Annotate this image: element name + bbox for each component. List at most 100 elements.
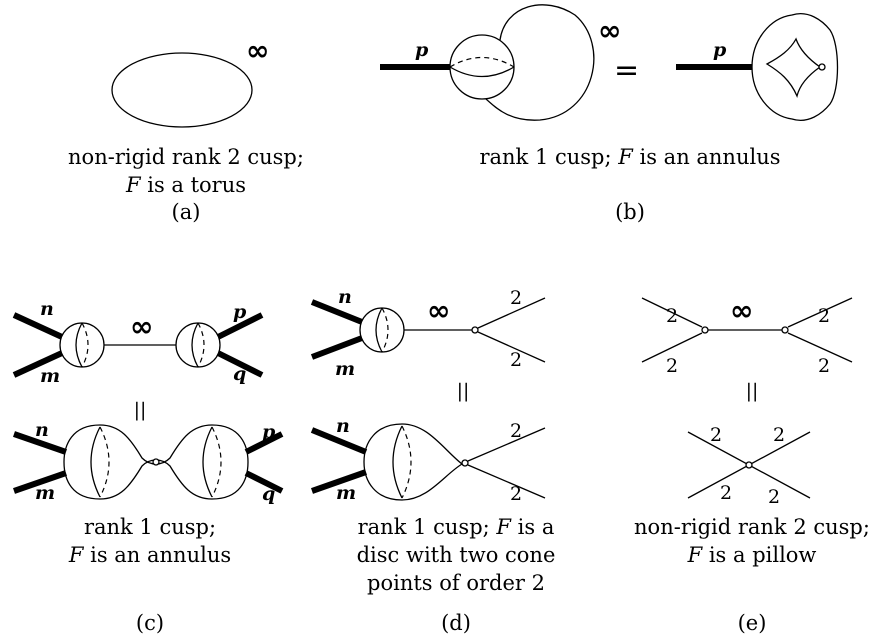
strand-label-d-n-bottom: n (336, 415, 350, 437)
equals-sign: = (614, 53, 639, 88)
annulus-shape-c (63, 424, 249, 500)
sphere-equator-front-b (449, 66, 515, 78)
strand-label-d-m-top: m (335, 358, 355, 380)
panel-label-b: (b) (615, 200, 645, 224)
sphere-d-top-front (375, 307, 383, 353)
caption-b: rank 1 cusp; F is an annulus (479, 145, 780, 169)
disc-shape-d (363, 423, 464, 501)
cone-edge-d-top-lower (477, 331, 546, 363)
strand-c-p-bottom (244, 431, 284, 455)
strand-label-c-m-bottom: m (35, 482, 55, 504)
strand-label-c-n-bottom: n (35, 419, 49, 441)
panel-label-e: (e) (738, 611, 767, 635)
panel-c: n m ∞ p q || n m p q rank 1 cusp; F is a… (12, 298, 284, 635)
caption-c-line1: rank 1 cusp; (84, 515, 216, 539)
strand-label-p-left: p (415, 39, 429, 61)
order-label-e-bottom-ur: 2 (773, 424, 785, 446)
order-label-e-top-ul: 2 (666, 305, 678, 327)
caption-d-line3: points of order 2 (367, 571, 545, 595)
strand-d-n-top (310, 299, 364, 325)
strand-label-d-m-bottom: m (336, 482, 356, 504)
strand-c-n-bottom (13, 431, 67, 455)
order-label-e-top-lr: 2 (818, 355, 830, 377)
sphere-d-bottom-front (392, 425, 403, 499)
equiv-e: || (746, 380, 759, 402)
caption-d-line1: rank 1 cusp; F is a (358, 515, 555, 539)
caption-c-line2: F is an annulus (68, 543, 231, 567)
annulus-outer-b (751, 13, 839, 121)
infinity-label-a: ∞ (246, 34, 269, 67)
infinity-label-d: ∞ (427, 294, 450, 327)
cone-edge-e-top-ul (641, 297, 703, 328)
sphere-c-left-bottom-front (90, 426, 101, 498)
sphere-equator-back-b (449, 57, 515, 68)
caption-a-line2: F is a torus (125, 173, 246, 197)
sphere-d-top-back (381, 307, 389, 353)
equiv-c: || (134, 399, 147, 421)
cone-edge-d-top-upper (477, 297, 546, 329)
sphere-c-right-top-back (197, 322, 205, 368)
caption-a-line1: non-rigid rank 2 cusp; (68, 145, 304, 169)
strand-c-q-top (216, 350, 264, 378)
caption-e-line1: non-rigid rank 2 cusp; (634, 515, 870, 539)
order-label-e-bottom-ul: 2 (710, 424, 722, 446)
strand-label-c-q-top: q (233, 363, 246, 385)
equiv-d: || (457, 380, 470, 402)
order-label-d-top-lower: 2 (510, 349, 522, 371)
sphere-d-top (359, 307, 405, 353)
strand-label-c-p-bottom: p (262, 421, 276, 443)
sphere-c-left-top (59, 322, 105, 368)
cone-edge-d-bottom-lower (467, 464, 546, 499)
order-label-d-bottom-upper: 2 (510, 420, 522, 442)
cone-point-e-top-right (781, 326, 789, 334)
cone-point-d-bottom (461, 459, 469, 467)
cone-edge-d-bottom-upper (467, 427, 546, 462)
panel-label-a: (a) (172, 200, 201, 224)
cone-edge-e-top-ur (787, 297, 853, 328)
strand-d-m-top (310, 335, 364, 360)
sphere-c-left-bottom-back (99, 426, 110, 498)
strand-label-c-n-top: n (40, 298, 54, 320)
cone-point-d-top (471, 326, 479, 334)
infinity-loop-b (485, 4, 595, 121)
order-label-e-bottom-lr: 2 (768, 486, 780, 508)
infinity-label-c: ∞ (130, 310, 153, 343)
order-label-d-bottom-lower: 2 (510, 483, 522, 505)
cone-edge-e-top-ll (641, 332, 703, 363)
strand-d-n-bottom (310, 427, 368, 455)
cone-point-e-top-left (701, 326, 709, 334)
strand-d-m-bottom (311, 469, 367, 494)
sphere-c-left-top-front (75, 322, 83, 368)
strand-label-d-n-top: n (338, 286, 352, 308)
panel-label-c: (c) (136, 611, 164, 635)
panel-b: p ∞ = p rank 1 cusp; F is an annulus (b) (380, 4, 839, 224)
strand-c-q-bottom (244, 470, 284, 494)
caption-d-line2: disc with two cone (357, 543, 556, 567)
sphere-c-left-top-back (81, 322, 89, 368)
panel-e: 2 2 ∞ 2 2 || 2 2 2 2 non-rigid rank 2 cu… (634, 294, 870, 635)
order-label-d-top-upper: 2 (510, 287, 522, 309)
caption-e-line2: F is a pillow (687, 543, 817, 567)
strand-c-m-bottom (13, 470, 67, 494)
order-label-e-top-ur: 2 (818, 305, 830, 327)
strand-c-p-top (216, 312, 264, 340)
panel-label-d: (d) (441, 611, 471, 635)
strand-label-c-m-top: m (40, 365, 60, 387)
infinity-label-b: ∞ (598, 14, 621, 47)
sphere-c-right-top-front (191, 322, 199, 368)
sphere-b (449, 34, 515, 100)
order-label-e-top-ll: 2 (666, 355, 678, 377)
neck-point-c (152, 458, 160, 466)
sphere-c-right-bottom-front (202, 426, 213, 498)
sphere-c-right-bottom-back (211, 426, 222, 498)
strand-c-n-top (12, 312, 64, 340)
panel-d: n m ∞ 2 2 || n m 2 2 rank 1 cusp; F is a… (310, 286, 556, 635)
strand-label-c-p-top: p (233, 301, 247, 323)
order-label-e-bottom-ll: 2 (720, 482, 732, 504)
torus-cusp-loop (111, 52, 253, 128)
cone-point-b (818, 63, 826, 71)
annulus-inner-b (765, 37, 821, 99)
strand-c-m-top (12, 350, 64, 378)
infinity-label-e: ∞ (730, 294, 753, 327)
